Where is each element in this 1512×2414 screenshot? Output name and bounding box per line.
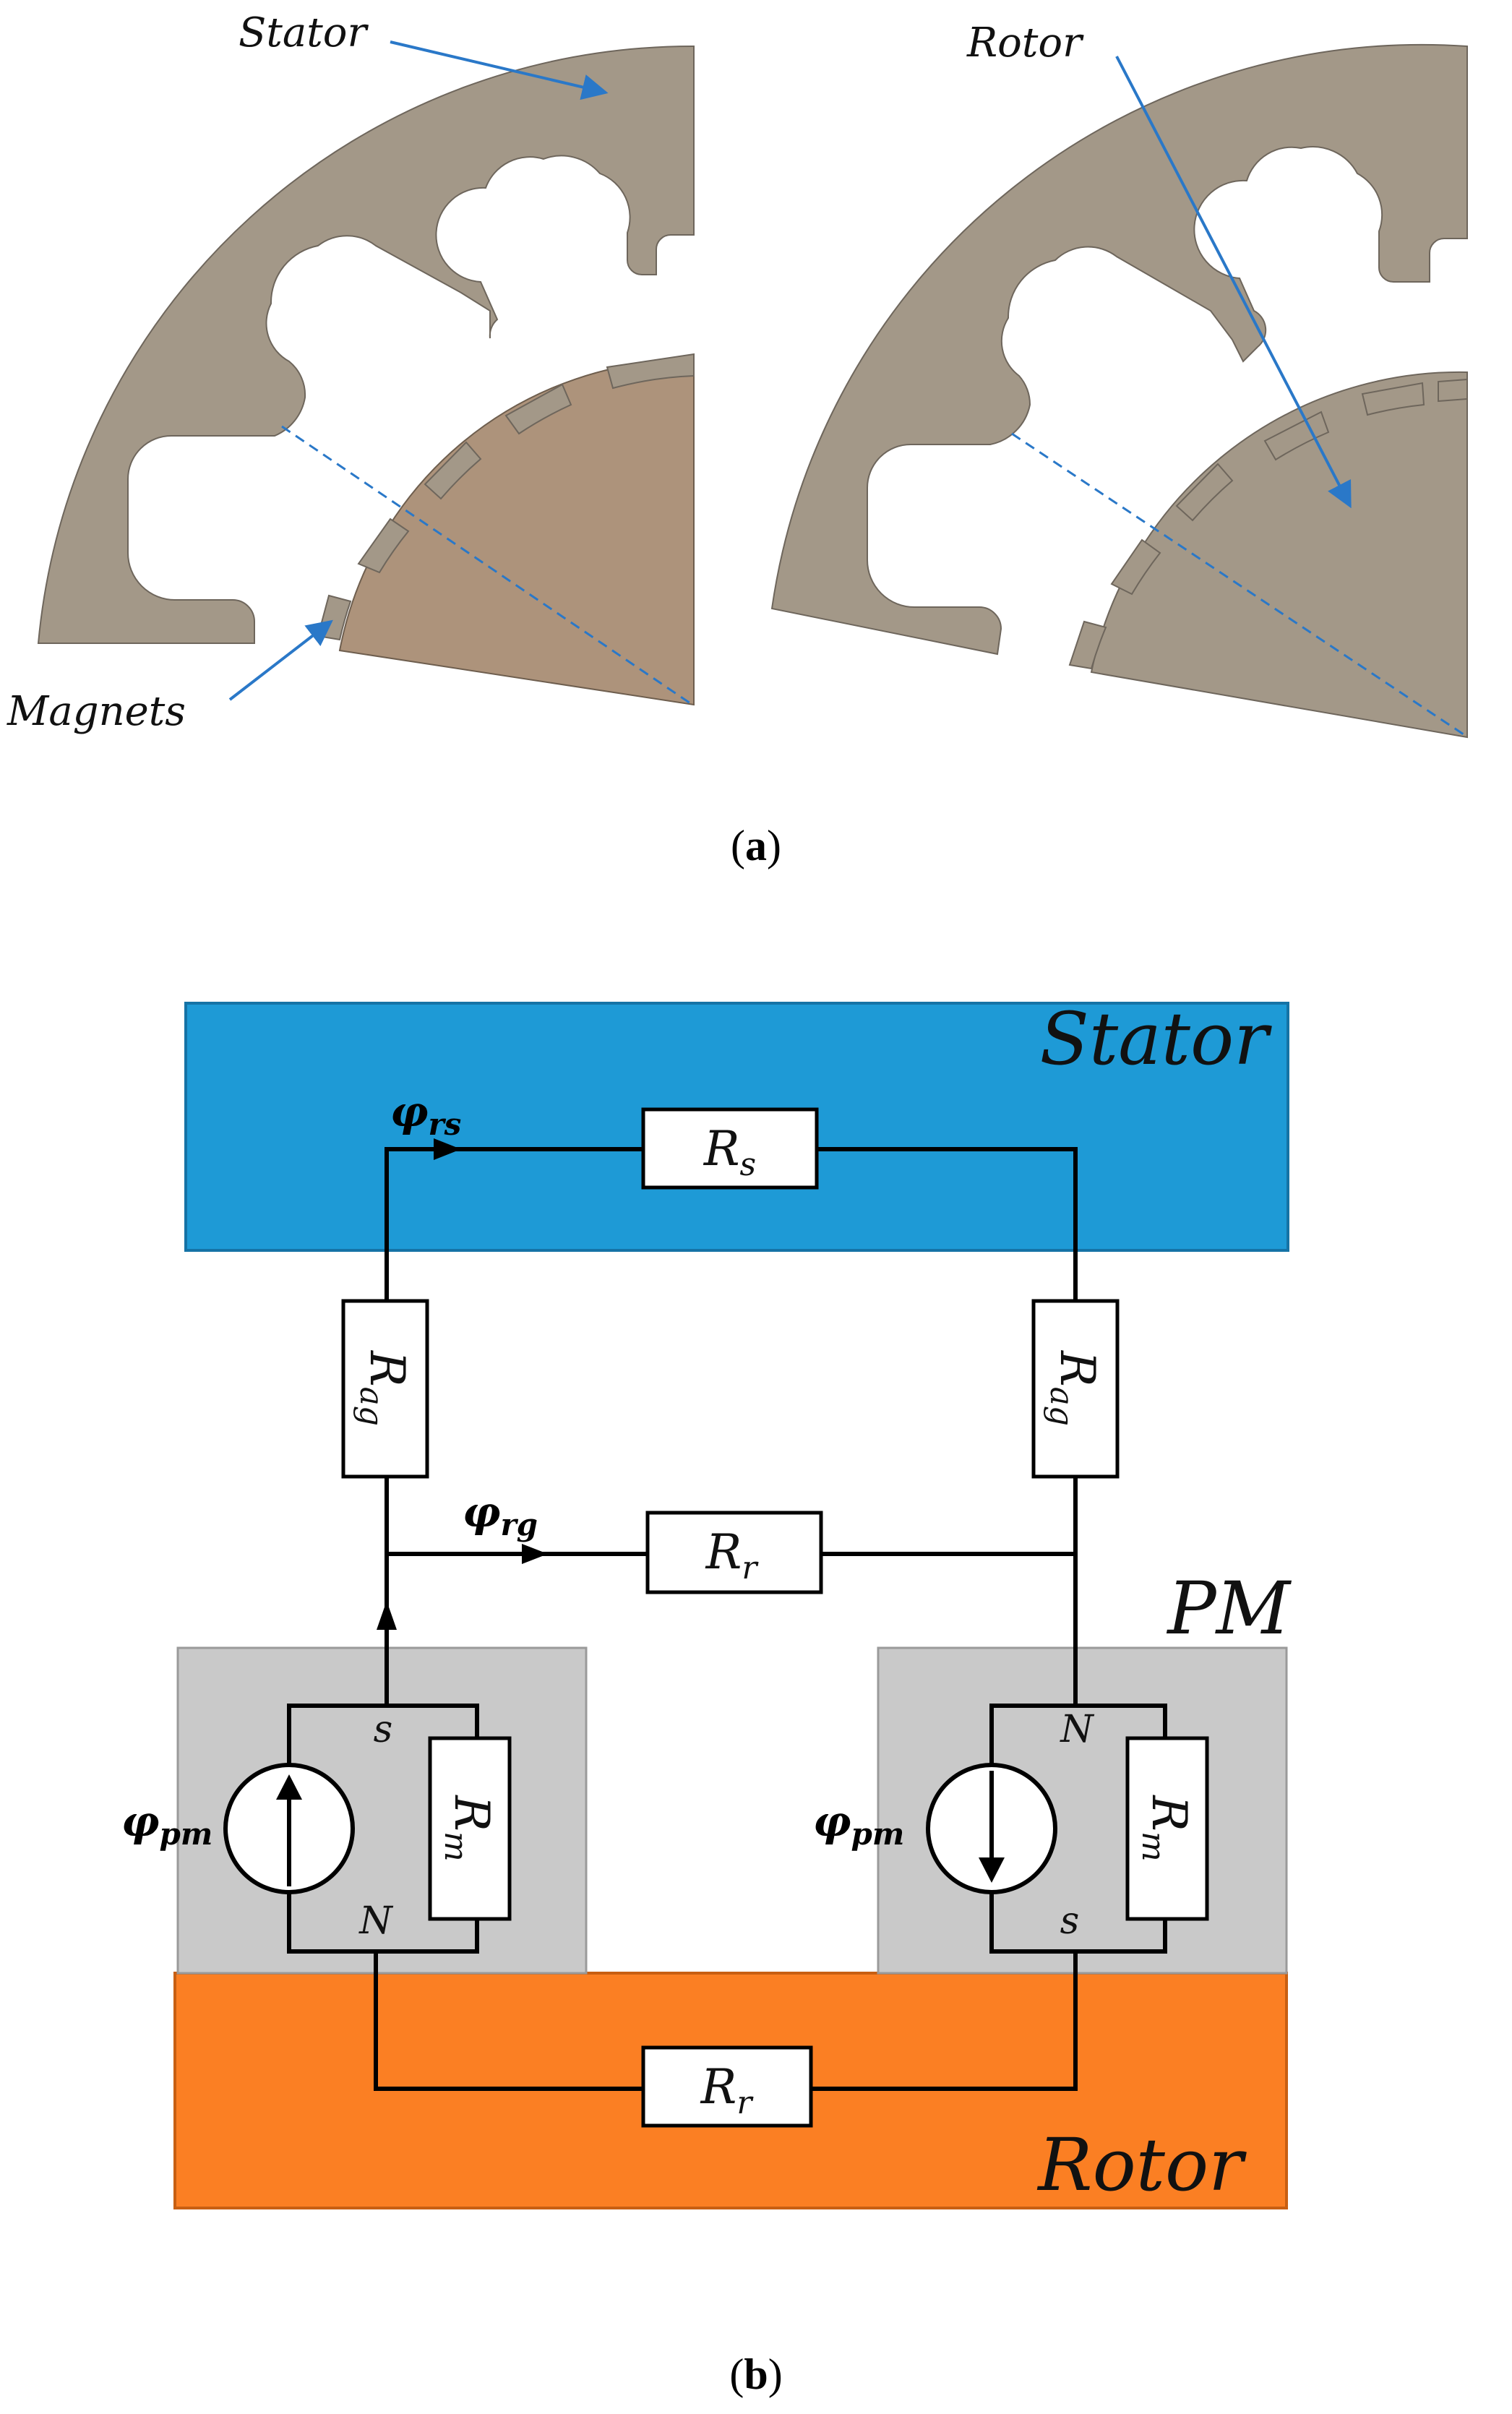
resistor-rag-left: Rag [341, 1299, 429, 1479]
caption-b: (b) [729, 2350, 782, 2398]
equivalent-circuit: Stator Rotor PM Rs Rag Rag Rr [121, 997, 1292, 2398]
svg-text:Rs: Rs [703, 1121, 756, 1183]
flux-arrow-rg [522, 1544, 548, 1564]
label-stator: Stator [239, 9, 369, 56]
label-phi-pm-right: φpm [813, 1797, 904, 1852]
part-a-annotations: Stator Rotor Magnets (a) [7, 9, 1352, 869]
flux-source-right-arrow [979, 1857, 1005, 1883]
magnets-left [317, 353, 695, 641]
label-rotor: Rotor [966, 20, 1084, 66]
flux-source-right [926, 1763, 1057, 1894]
stator-right [770, 43, 1468, 656]
svg-text:Rm: Rm [437, 1795, 499, 1861]
arrow-magnets [228, 619, 333, 701]
arrow-stator [390, 40, 609, 100]
pole-right-bottom: s [1060, 1899, 1080, 1943]
caption-a: (a) [731, 822, 781, 869]
resistor-rag-right: Rag [1031, 1299, 1120, 1479]
resistor-rr-bottom: Rr [641, 2045, 813, 2128]
svg-text:Rm: Rm [1135, 1795, 1197, 1861]
svg-text:Rag: Rag [1043, 1350, 1105, 1426]
resistor-rm-left: Rm [428, 1736, 512, 1921]
label-phi-rg: φrg [463, 1487, 538, 1542]
resistor-rm-right: Rm [1125, 1736, 1209, 1921]
arrow-rotor [1115, 56, 1352, 509]
svg-text:Rr: Rr [705, 1524, 760, 1586]
motor-section-right [770, 43, 1468, 739]
flux-source-left-arrow [276, 1774, 302, 1800]
symmetry-axis-right [1011, 432, 1466, 737]
label-pm-region: PM [1166, 1566, 1292, 1651]
svg-text:Rag: Rag [353, 1350, 415, 1426]
flux-arrow-rs [434, 1138, 461, 1160]
label-phi-rs: φrs [390, 1087, 461, 1142]
label-rotor-region: Rotor [1036, 2123, 1247, 2207]
pole-right-top: N [1059, 1708, 1094, 1751]
rotor-right [1090, 371, 1468, 739]
rotor-teeth-right [1068, 378, 1468, 670]
label-phi-pm-left: φpm [121, 1797, 212, 1852]
pole-left-top: s [374, 1708, 393, 1751]
svg-text:Rr: Rr [700, 2059, 755, 2121]
motor-section-left [37, 45, 695, 706]
flux-source-left [223, 1763, 355, 1894]
label-magnets: Magnets [7, 688, 186, 735]
pole-left-bottom: N [358, 1899, 393, 1943]
resistor-rr-middle: Rr [645, 1511, 823, 1594]
resistor-rs: Rs [641, 1107, 819, 1190]
stator-left [37, 45, 695, 644]
flux-arrow-up [377, 1601, 397, 1630]
label-stator-region: Stator [1039, 997, 1272, 1081]
